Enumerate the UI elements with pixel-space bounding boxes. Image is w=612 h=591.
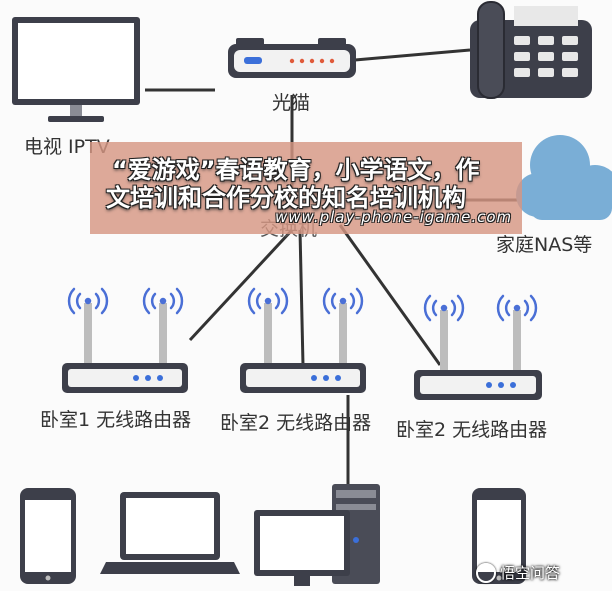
banner-url: www.play-phone-igame.com: [275, 208, 513, 226]
desktop-icon: [254, 484, 380, 586]
modem-label: 光猫: [272, 92, 311, 114]
line-switch-router2: [298, 229, 305, 366]
router-icon: [240, 303, 366, 393]
cloud-icon: [516, 135, 612, 220]
wifi-icon: [247, 287, 289, 315]
smartphone-icon: [20, 488, 76, 584]
wifi-icon: [496, 294, 538, 322]
wifi-icon: [67, 287, 109, 315]
banner-line-2: 文培训和合作分校的知名培训机构: [106, 184, 466, 212]
watermark: 悟空问答: [476, 562, 560, 583]
router2-label: 卧室2 无线路由器: [220, 412, 372, 434]
connection-lines: [145, 48, 522, 488]
laptop-icon: [100, 492, 240, 574]
modem-icon: [228, 38, 356, 78]
wukong-logo-icon: [476, 562, 496, 583]
line-switch-router3: [338, 224, 442, 366]
wifi-icon: [142, 287, 184, 315]
phone-icon: [470, 1, 592, 99]
smartphone-icon: [472, 488, 526, 584]
router-icon: [62, 303, 188, 393]
banner-line-1: “爱游戏”春语教育，小学语文，作: [112, 156, 480, 184]
tv-label: 电视 IPTV: [24, 136, 110, 158]
watermark-text: 悟空问答: [500, 564, 561, 582]
overlay-banner: “爱游戏”春语教育，小学语文，作 文培训和合作分校的知名培训机构 www.pla…: [90, 142, 522, 234]
tv-icon: [12, 17, 140, 122]
wifi-icon: [322, 287, 364, 315]
wifi-icon: [423, 294, 465, 322]
router-icon: [414, 310, 542, 400]
line-modem-phone: [354, 48, 471, 62]
router1-label: 卧室1 无线路由器: [40, 409, 192, 431]
line-switch-router1: [188, 228, 294, 342]
router3-label: 卧室2 无线路由器: [396, 419, 548, 441]
nas-label: 家庭NAS等: [496, 234, 593, 256]
